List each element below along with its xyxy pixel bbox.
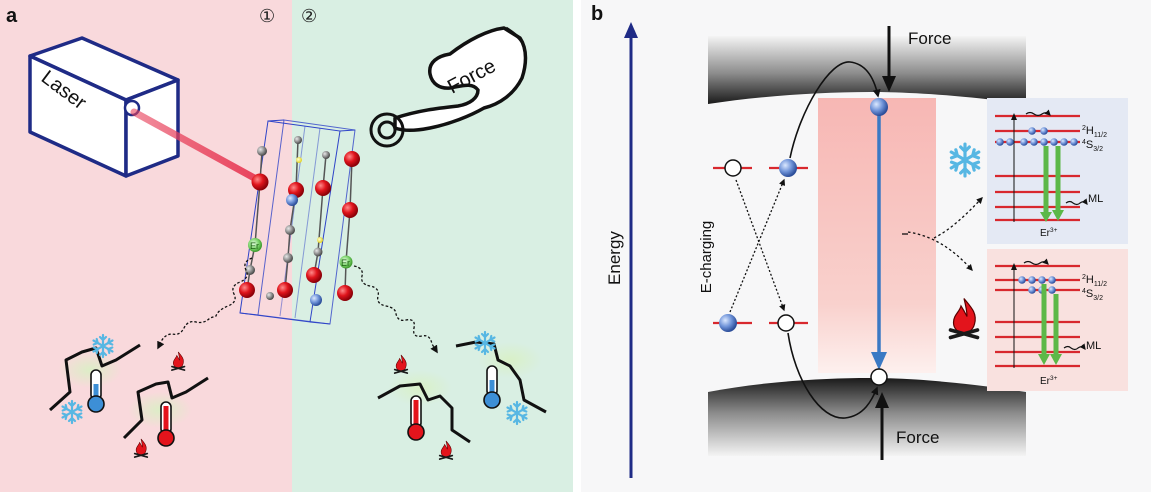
step-2-marker: ② <box>301 6 317 26</box>
step-1-marker: ① <box>259 6 275 26</box>
electron-top <box>870 98 888 116</box>
ml-label-hot: ML <box>1086 340 1101 352</box>
energy-level-box-cold: 2H11/2 4S3/2 ML Er3+ <box>987 98 1128 244</box>
bottom-surface <box>708 378 1026 456</box>
panel-b: b Energy Force Force <box>581 0 1151 492</box>
panel-b-label: b <box>591 3 603 25</box>
detrap-arrow-bottom <box>787 332 879 419</box>
emission-wave-left <box>157 257 253 350</box>
energy-transfer-arrow-hot <box>907 231 973 271</box>
energy-level-box-hot: 2H11/2 4S3/2 ML Er3+ <box>987 249 1128 391</box>
force-top-label: Force <box>908 29 951 48</box>
energy-transfer-arrow-cold <box>933 197 983 239</box>
emission-wave-right <box>353 265 438 354</box>
thermometer-icon <box>157 401 175 447</box>
thermometer-icon <box>407 395 425 441</box>
echarging-label: E-charging <box>698 221 715 294</box>
laser-device: Laser <box>28 36 180 178</box>
energy-axis-label: Energy <box>605 231 624 285</box>
crystal-atoms <box>239 136 360 306</box>
thermometer-icon <box>87 369 105 413</box>
hole-bottom <box>870 368 888 386</box>
level-4s32-cold: 4S3/2 <box>1082 139 1103 153</box>
detrap-arrow-top <box>789 61 881 159</box>
level-4s32-hot: 4S3/2 <box>1082 288 1103 302</box>
level-2h11-hot: 2H11/2 <box>1082 274 1107 288</box>
panel-a-label: a <box>6 5 18 27</box>
ion-label-hot: Er3+ <box>1040 375 1058 387</box>
thermometer-icon <box>483 365 501 409</box>
temperature-scene-right <box>377 330 547 460</box>
ion-label-cold: Er3+ <box>1040 227 1058 239</box>
ml-label-cold: ML <box>1088 193 1103 205</box>
force-bottom-label: Force <box>896 428 939 447</box>
trap-levels <box>713 159 808 332</box>
laser-beam <box>130 108 262 184</box>
echarging-arrow-down <box>735 179 786 312</box>
erbium-ion-label-2: Er <box>341 258 350 268</box>
erbium-ion-label-1: Er <box>250 241 259 251</box>
temperature-scene-left <box>48 333 209 458</box>
emission-column <box>818 98 936 373</box>
panel-a: a ① ② Laser Force <box>0 0 573 492</box>
level-2h11-cold: 2H11/2 <box>1082 125 1107 139</box>
